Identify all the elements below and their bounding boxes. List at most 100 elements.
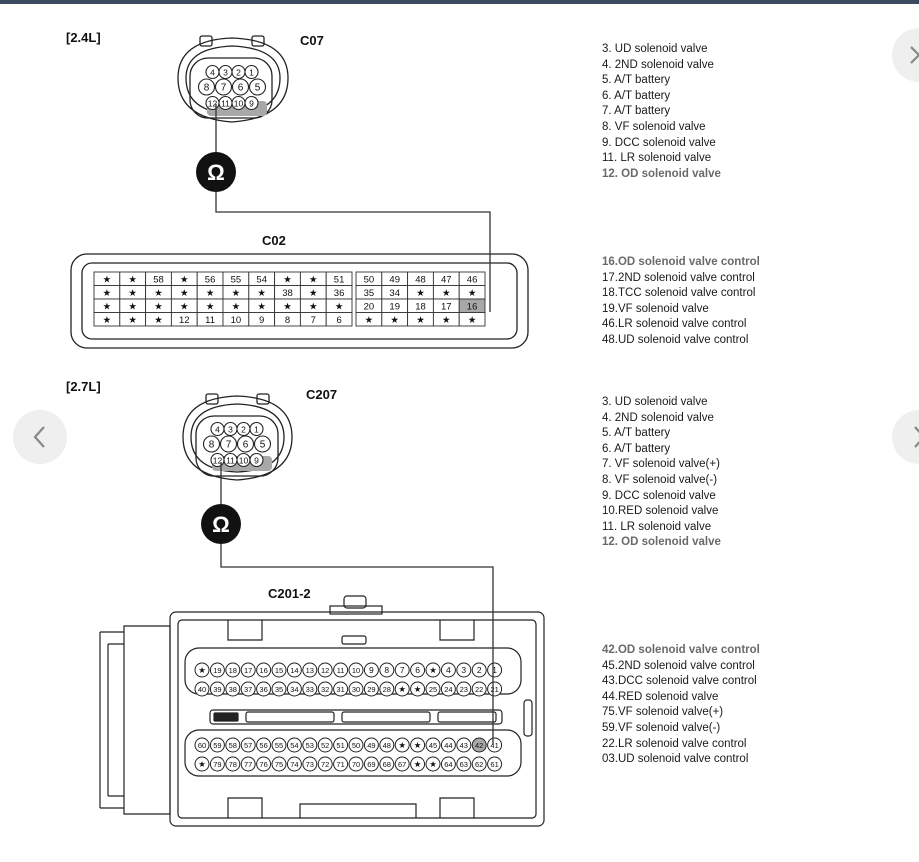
c201-2-pin: ★ <box>425 662 441 678</box>
svg-text:★: ★ <box>198 759 206 769</box>
svg-text:3: 3 <box>461 665 466 675</box>
legend-item: 59.VF solenoid valve(-) <box>602 721 721 734</box>
legend-item: 6. A/T battery <box>602 89 671 102</box>
svg-text:68: 68 <box>383 760 391 769</box>
svg-text:6: 6 <box>238 83 244 94</box>
c201-2-pin: 54 <box>286 737 302 753</box>
prev-image-button[interactable] <box>13 410 67 464</box>
svg-text:19: 19 <box>213 666 221 675</box>
c02-pin-cell: 20 <box>355 298 383 313</box>
svg-text:3: 3 <box>228 425 233 435</box>
c02-pin-cell: ★ <box>119 312 147 327</box>
svg-text:38: 38 <box>229 685 237 694</box>
c201-2-pin: 33 <box>302 681 318 697</box>
c201-2-pin: 21 <box>487 681 503 697</box>
svg-text:49: 49 <box>367 741 375 750</box>
connector-pin: 1 <box>249 421 264 437</box>
svg-text:★: ★ <box>198 665 206 675</box>
c02-pin-cell: 55 <box>222 271 250 286</box>
svg-text:74: 74 <box>290 760 298 769</box>
c201-2-pin: 48 <box>379 737 395 753</box>
c02-pin-cell: 11 <box>196 312 224 327</box>
svg-text:★: ★ <box>180 302 189 313</box>
svg-text:★: ★ <box>128 288 137 299</box>
svg-text:★: ★ <box>128 275 137 286</box>
c201-2-pin: 77 <box>240 756 256 772</box>
legend-item: 5. A/T battery <box>602 74 671 87</box>
svg-text:★: ★ <box>398 740 406 750</box>
c201-2-pin: 72 <box>317 756 333 772</box>
legend-item: 75.VF solenoid valve(+) <box>602 706 724 719</box>
svg-text:57: 57 <box>244 741 252 750</box>
svg-text:5: 5 <box>255 83 261 94</box>
connector-c07 <box>177 35 289 123</box>
svg-text:★: ★ <box>414 684 422 694</box>
svg-text:11: 11 <box>226 456 235 466</box>
connector-c201-2 <box>99 595 545 827</box>
svg-text:13: 13 <box>306 666 314 675</box>
c02-pin-cell: 38 <box>274 285 301 300</box>
c201-2-pin: 30 <box>348 681 364 697</box>
connector-pin: 3 <box>223 421 238 437</box>
c02-pin-cell: 46 <box>458 271 486 286</box>
connector-c02 <box>70 253 529 349</box>
svg-text:10: 10 <box>234 99 244 109</box>
c02-pin-cell: 50 <box>355 271 383 286</box>
svg-text:★: ★ <box>128 315 137 326</box>
heading-2-4l: [2.4L] <box>66 30 101 45</box>
svg-text:★: ★ <box>128 302 137 313</box>
svg-text:★: ★ <box>206 288 215 299</box>
c02-pin-cell: 34 <box>381 285 409 300</box>
svg-text:18: 18 <box>229 666 237 675</box>
connector-pin: 2 <box>231 64 246 80</box>
svg-text:Ω: Ω <box>207 160 225 185</box>
c201-2-pin: 29 <box>363 681 379 697</box>
svg-text:★: ★ <box>154 315 163 326</box>
svg-text:8: 8 <box>384 665 389 675</box>
svg-text:★: ★ <box>442 288 451 299</box>
legend-item: 7. A/T battery <box>602 105 671 118</box>
svg-text:56: 56 <box>205 275 216 286</box>
c201-2-pin: 10 <box>348 662 364 678</box>
c02-pin-cell: 12 <box>170 312 198 327</box>
svg-text:64: 64 <box>444 760 452 769</box>
legend-item: 3. UD solenoid valve <box>602 43 708 55</box>
c201-2-pin: 18 <box>225 662 241 678</box>
legend-item: 11. LR solenoid valve <box>602 520 712 533</box>
svg-text:17: 17 <box>244 666 252 675</box>
legend-item: 03.UD solenoid valve control <box>602 753 749 766</box>
c201-2-pin: 19 <box>209 662 225 678</box>
c201-2-pin: ★ <box>194 662 210 678</box>
svg-text:36: 36 <box>334 288 345 299</box>
svg-text:24: 24 <box>444 685 452 694</box>
svg-text:21: 21 <box>490 685 498 694</box>
connector-pin: 11 <box>223 452 238 468</box>
c201-2-pin: 44 <box>440 737 456 753</box>
legend-item: 4. 2ND solenoid valve <box>602 411 714 424</box>
c02-pin-cell: 56 <box>196 271 224 286</box>
svg-text:★: ★ <box>103 315 112 326</box>
svg-text:★: ★ <box>390 315 399 326</box>
c02-pin-cell: ★ <box>432 285 460 300</box>
svg-text:50: 50 <box>364 275 375 286</box>
svg-text:51: 51 <box>336 741 344 750</box>
c201-2-pin: 78 <box>225 756 241 772</box>
c201-2-pin: 24 <box>440 681 456 697</box>
svg-text:7: 7 <box>221 83 227 94</box>
c02-pin-cell: ★ <box>93 285 121 300</box>
svg-text:62: 62 <box>475 760 483 769</box>
c201-2-pin: 1 <box>487 662 503 678</box>
svg-text:34: 34 <box>290 685 298 694</box>
c201-2-pin: 64 <box>440 756 456 772</box>
svg-text:★: ★ <box>257 302 266 313</box>
svg-text:7: 7 <box>400 665 405 675</box>
c201-2-pin: 74 <box>286 756 302 772</box>
svg-text:★: ★ <box>283 275 292 286</box>
legend-item: 8. VF solenoid valve <box>602 120 706 133</box>
svg-text:★: ★ <box>257 288 266 299</box>
svg-text:6: 6 <box>243 440 249 451</box>
c201-2-pin: 25 <box>425 681 441 697</box>
svg-text:49: 49 <box>389 275 400 286</box>
